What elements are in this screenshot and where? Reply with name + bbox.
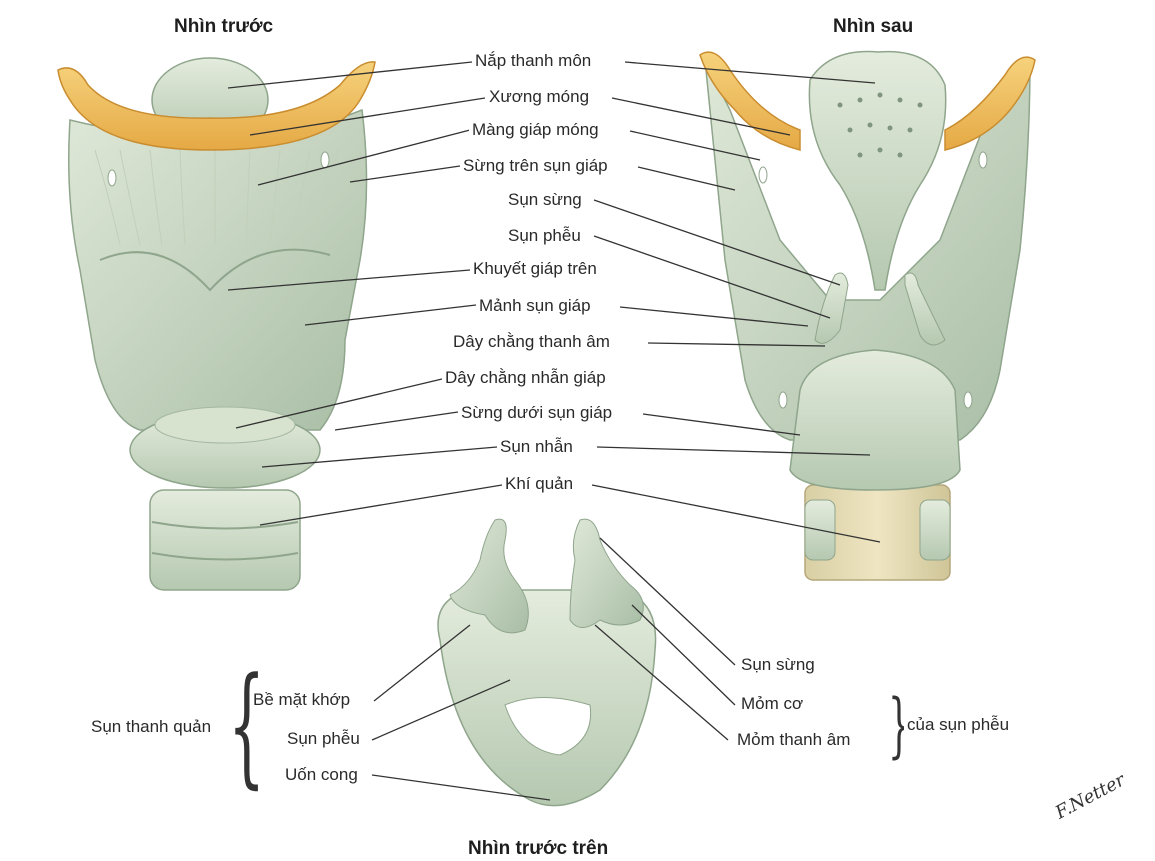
label-lamina-curve: Uốn cong (282, 765, 361, 785)
label-of-arytenoid: của sụn phễu (904, 715, 1013, 735)
label-superior-thyroid-notch: Khuyết giáp trên (470, 259, 600, 279)
label-corniculate-cartilage: Sụn sừng (505, 190, 585, 210)
label-thyrohyoid-membrane: Màng giáp móng (469, 120, 602, 140)
left-brace: { (228, 649, 266, 801)
back-epiglottis (808, 50, 947, 291)
label-superior-horn: Sừng trên sụn giáp (460, 156, 611, 176)
label-trachea: Khí quản (502, 474, 577, 494)
back-trachea (804, 484, 951, 581)
leader-lines (227, 61, 881, 801)
top-arytenoid-right (569, 518, 644, 628)
label-articular-surface: Bề mặt khớp (250, 690, 354, 710)
label-thyroid-lamina: Mảnh sụn giáp (476, 296, 594, 316)
title-back-view: Nhìn sau (833, 16, 914, 37)
back-view (699, 50, 1036, 581)
label-vocal-process: Mỏm thanh âm (734, 730, 854, 750)
label-inferior-horn: Sừng dưới sụn giáp (458, 403, 616, 423)
label-laryngeal-cartilages: Sụn thanh quản (88, 717, 215, 737)
back-cricoid (789, 349, 961, 491)
right-brace: } (888, 684, 911, 766)
label-cricothyroid-ligament: Dây chằng nhẫn giáp (442, 368, 609, 388)
label-cricoid-cartilage: Sụn nhẫn (497, 437, 576, 457)
label-vocal-ligament: Dây chằng thanh âm (450, 332, 613, 352)
label-bottom-arytenoid: Sụn phễu (284, 729, 363, 749)
title-top-view: Nhìn trước trên (468, 838, 609, 859)
label-hyoid-bone: Xương móng (486, 87, 593, 107)
top-view (437, 518, 657, 807)
epiglottis-pits (837, 92, 923, 158)
front-membrane-striations (94, 149, 339, 246)
back-arytenoid-right (904, 272, 946, 346)
top-arytenoid-left (449, 518, 529, 634)
back-arytenoid-left (814, 272, 849, 344)
label-muscular-process: Mỏm cơ (738, 694, 807, 714)
back-hyoid-bone (699, 51, 801, 151)
front-view (57, 57, 376, 591)
label-epiglottis: Nắp thanh môn (472, 51, 595, 71)
label-bottom-corniculate: Sụn sừng (738, 655, 818, 675)
front-trachea (149, 489, 301, 591)
title-front-view: Nhìn trước (174, 16, 274, 37)
label-arytenoid-cartilage: Sụn phễu (505, 226, 584, 246)
